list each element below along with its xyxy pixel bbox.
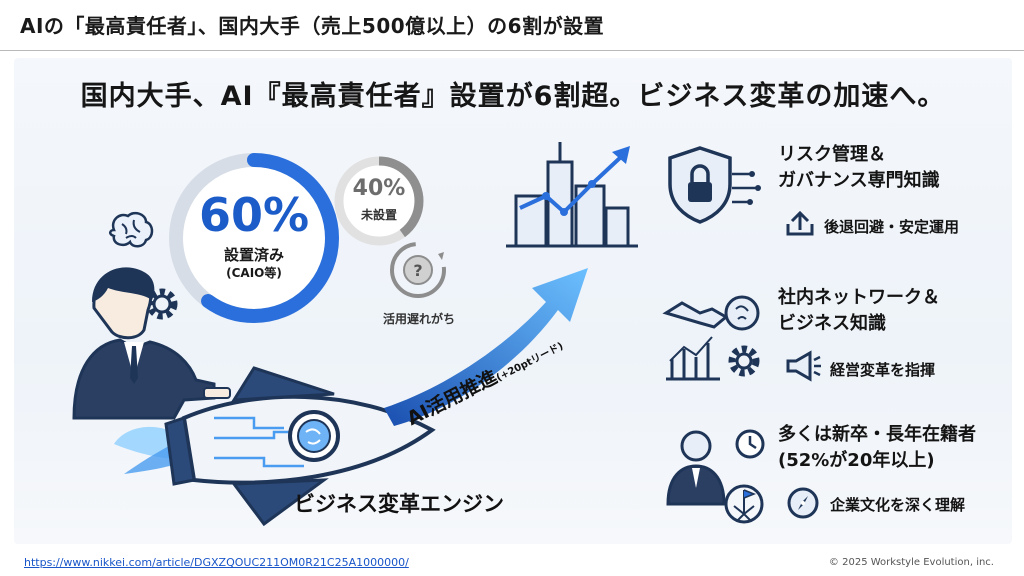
feature-network-business: 社内ネットワーク＆ ビジネス知識 経営変革を指揮 [654, 283, 1004, 393]
question-gear-icon: ? [390, 242, 446, 298]
secondary-label: 未設置 [360, 208, 397, 222]
main-label: 設置済み [223, 246, 284, 264]
feature-3-title-line1: 多くは新卒・長年在籍者 [778, 424, 976, 445]
secondary-percent: 40% [352, 176, 406, 201]
main-sublabel: (CAIO等) [226, 266, 282, 280]
feature-2-title-line1: 社内ネットワーク＆ [778, 287, 940, 308]
brain-icon [109, 211, 154, 248]
feature-1-title-line2: ガバナンス専門知識 [778, 170, 940, 191]
city-growth-icon [506, 142, 638, 248]
person-clock-icon [666, 429, 765, 524]
infographic-panel: 国内大手、AI『最高責任者』設置が6割超。ビジネス変革の加速へ。 60% 設置済… [14, 58, 1012, 544]
svg-text:?: ? [413, 261, 422, 280]
infographic-headline: 国内大手、AI『最高責任者』設置が6割超。ビジネス変革の加速へ。 [80, 81, 946, 112]
compass-icon [787, 487, 819, 519]
handshake-network-icon [662, 295, 760, 381]
slide-title: AIの「最高責任者」、国内大手（売上500億以上）の6割が設置 [20, 14, 605, 38]
source-link[interactable]: https://www.nikkei.com/article/DGXZQOUC2… [24, 556, 409, 569]
upload-arrow-icon [786, 210, 814, 236]
feature-tenure-culture: 多くは新卒・長年在籍者 (52%が20年以上) 企業文化を深く理解 [654, 420, 1004, 530]
title-divider [0, 50, 1024, 51]
rocket-label: ビジネス変革エンジン [294, 492, 504, 516]
shield-lock-icon [668, 146, 761, 224]
main-percent: 60% [198, 188, 310, 242]
growth-arrow [384, 268, 588, 426]
secondary-donut-arc [334, 156, 424, 246]
feature-risk-governance: リスク管理＆ ガバナンス専門知識 後退回避・安定運用 [654, 140, 1004, 250]
feature-2-title-line2: ビジネス知識 [778, 313, 886, 334]
feature-1-sub: 後退回避・安定運用 [824, 218, 960, 236]
main-donut-chart [169, 153, 339, 323]
rocket-illustration [114, 366, 436, 527]
feature-3-title-line2: (52%が20年以上) [778, 450, 935, 471]
main-donut-arc [169, 153, 339, 323]
megaphone-icon [786, 350, 821, 382]
lag-label: 活用遅れがち [382, 312, 455, 326]
feature-3-sub: 企業文化を深く理解 [830, 496, 966, 514]
businessman-illustration [72, 267, 231, 420]
secondary-donut-chart [334, 156, 424, 246]
feature-1-title-line1: リスク管理＆ [778, 144, 886, 165]
feature-2-sub: 経営変革を指揮 [830, 361, 936, 379]
copyright: © 2025 Workstyle Evolution, inc. [828, 557, 994, 568]
